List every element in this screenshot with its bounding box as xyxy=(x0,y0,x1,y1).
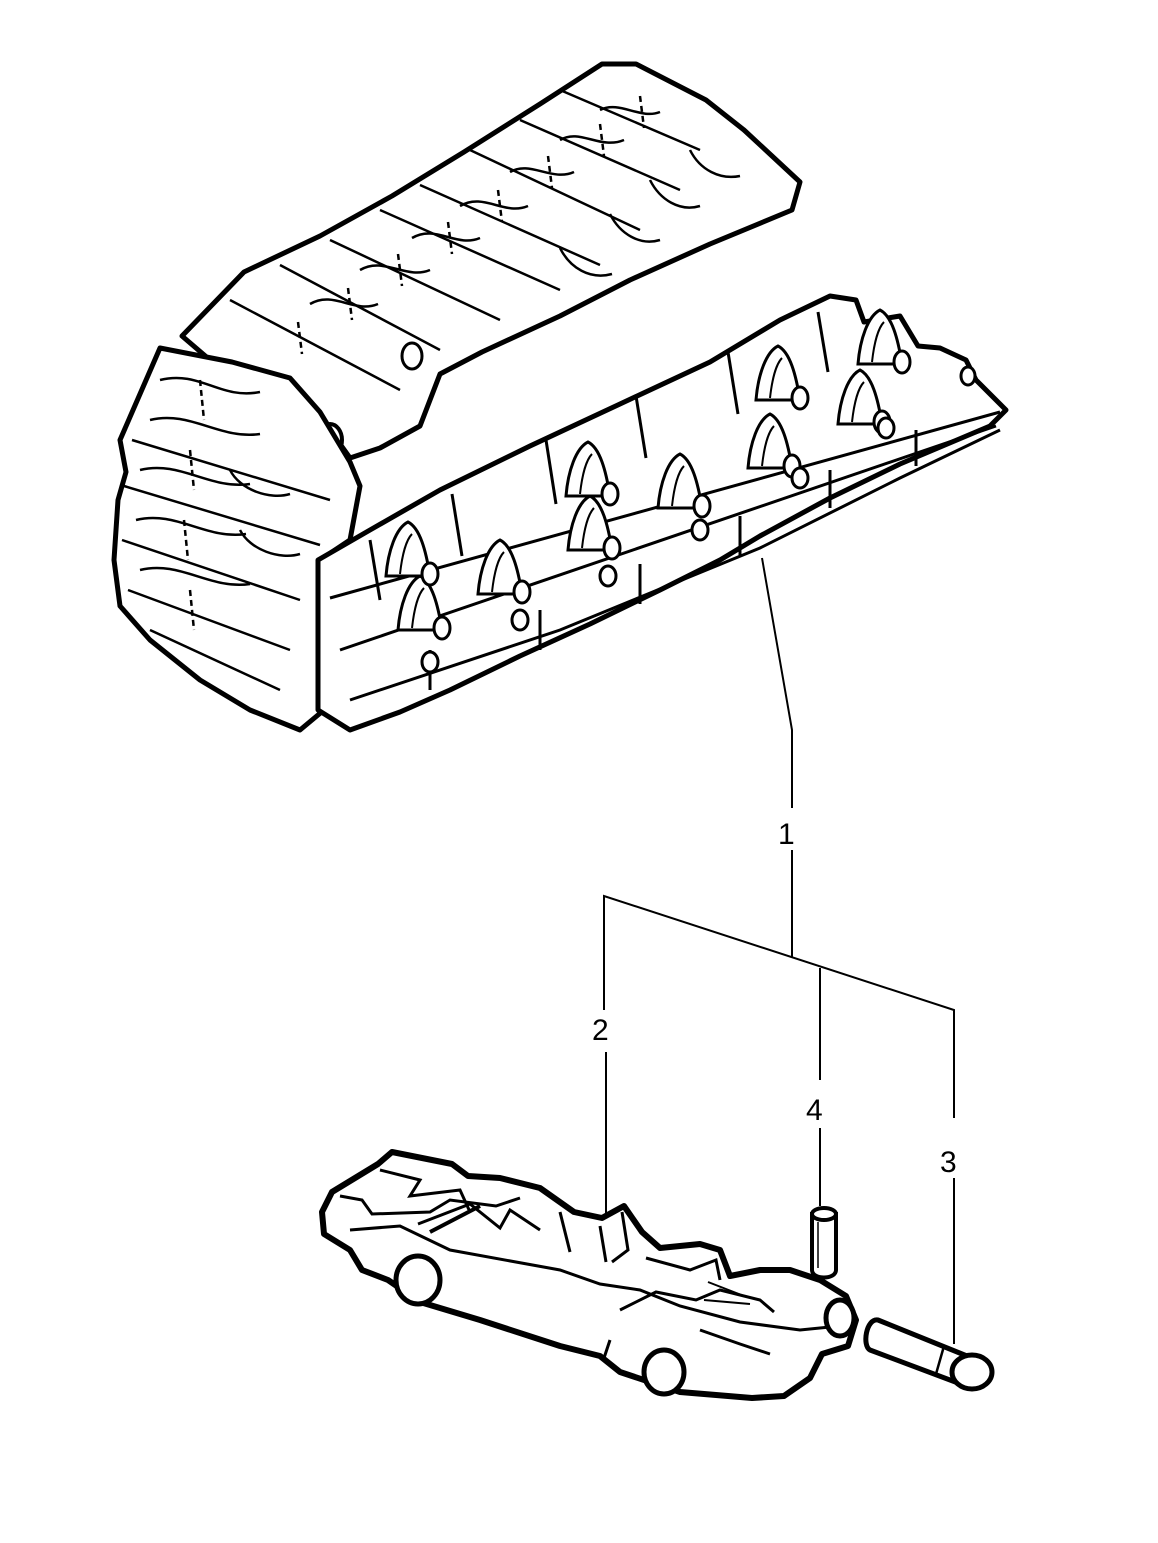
track-pin-part xyxy=(863,1317,995,1392)
callout-1: 1 xyxy=(778,818,795,851)
track-link-part xyxy=(319,1149,859,1401)
lower-run-bolts xyxy=(420,365,977,674)
track-lower-run xyxy=(315,293,1009,733)
sleeve-pin-part xyxy=(810,1206,838,1280)
upper-pad-details xyxy=(229,88,741,458)
link-bore-right xyxy=(823,1297,857,1339)
front-curve-details xyxy=(121,376,331,692)
leader-bracket xyxy=(603,894,955,1118)
link-bore-left xyxy=(393,1253,443,1307)
link-bore-bottom xyxy=(641,1347,687,1397)
track-assembly xyxy=(111,61,1009,733)
callout-4: 4 xyxy=(806,1094,823,1127)
track-front-curve xyxy=(111,345,363,733)
callout-3: 3 xyxy=(940,1146,957,1179)
leader-line-1 xyxy=(761,557,793,808)
callout-2: 2 xyxy=(592,1014,609,1047)
callout-leaders xyxy=(603,557,955,1344)
